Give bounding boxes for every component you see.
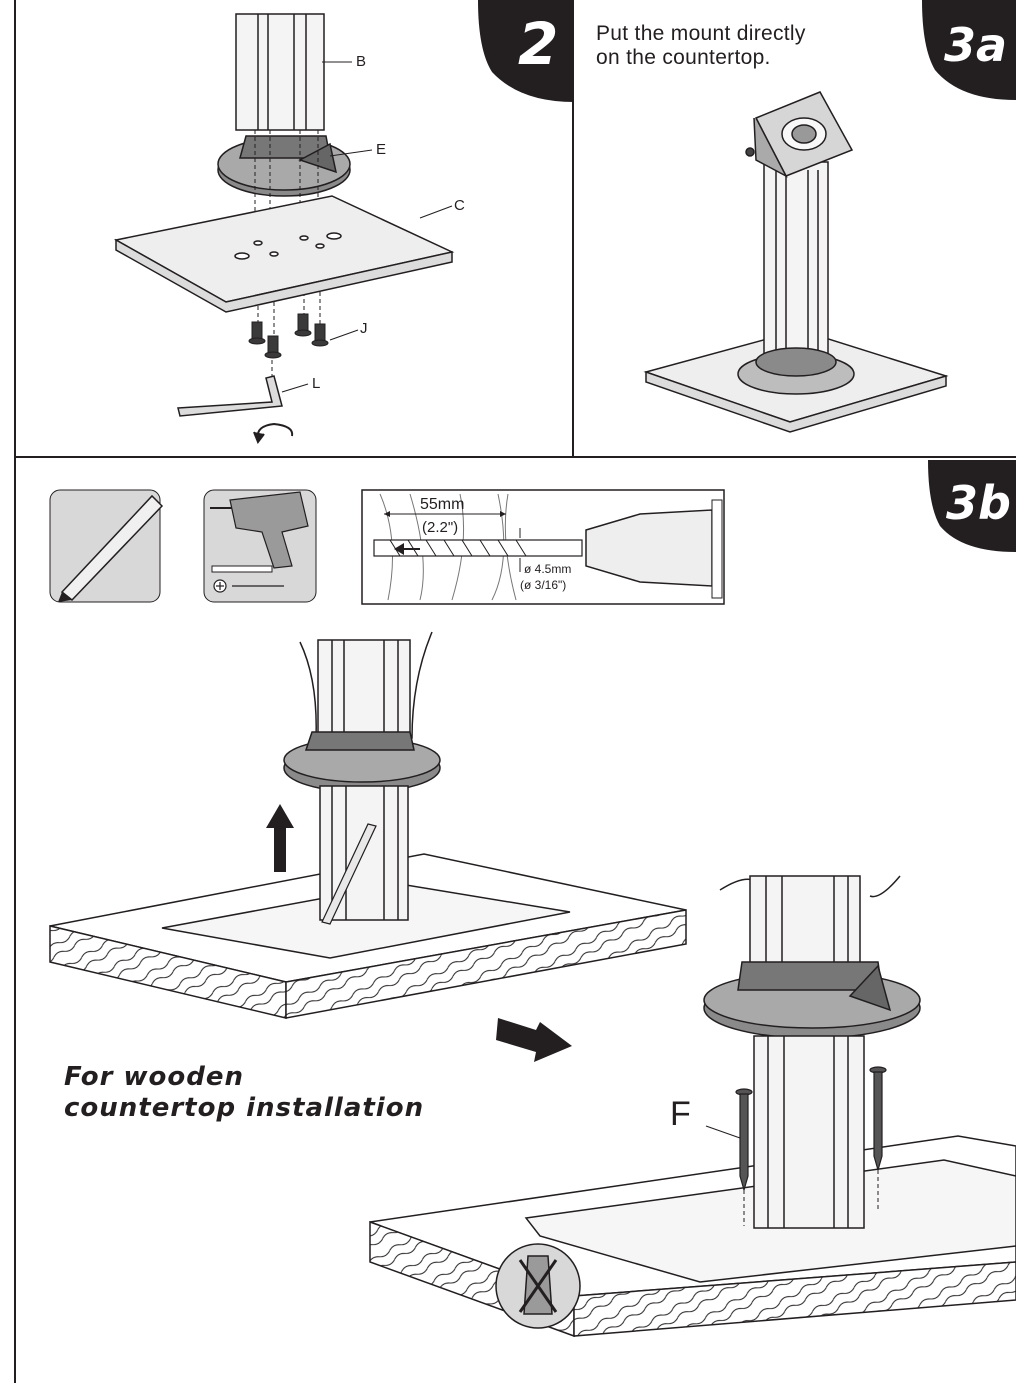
step-3a-instruction: Put the mount directly on the countertop…	[596, 22, 806, 70]
pencil-marking	[321, 823, 377, 925]
instruction-line-1: Put the mount directly	[596, 22, 806, 45]
step2-collar	[217, 135, 351, 197]
step-3a-badge: 3a	[944, 18, 1008, 72]
step2-pole	[235, 13, 325, 131]
countertop-right	[369, 1135, 1016, 1338]
base-plate	[113, 195, 455, 313]
step-3b-caption: For wooden countertop installation	[64, 1062, 424, 1124]
pencil-icon	[49, 489, 164, 603]
step3b-pole-top	[283, 631, 441, 921]
caption-line-2: countertop installation	[64, 1093, 425, 1123]
step-3b-badge: 3b	[946, 476, 1011, 530]
wood-screws-f	[735, 1066, 887, 1193]
step-2-panel	[14, 0, 574, 458]
callout-j: J	[360, 320, 368, 337]
instruction-line-2: on the countertop.	[596, 46, 771, 69]
screws-j	[248, 313, 329, 359]
step-3a-badge-shape	[922, 0, 1016, 100]
step-3b-badge-shape	[928, 460, 1016, 552]
drill-spec-diagram	[361, 489, 725, 605]
drill-depth-in: (2.2")	[422, 519, 459, 536]
lift-arrow-icon	[266, 804, 294, 872]
callout-e: E	[376, 141, 387, 158]
caption-line-1: For wooden	[64, 1062, 244, 1092]
callout-f: F	[670, 1095, 691, 1133]
drill-icon	[203, 489, 317, 603]
callout-c: C	[454, 197, 465, 214]
step-2-badge-shape	[478, 0, 574, 102]
step-3a-panel	[574, 0, 1016, 458]
drill-depth-mm: 55mm	[420, 496, 465, 513]
callout-l: L	[312, 375, 321, 392]
step-3b-panel	[14, 458, 1016, 1383]
step3a-mount	[643, 91, 949, 433]
next-step-arrow-icon	[496, 1018, 572, 1062]
step-2-badge: 2	[518, 10, 559, 78]
rotate-arrow-icon	[253, 422, 294, 445]
step3b-pole-bottom	[703, 875, 921, 1229]
drill-diameter-mm: ø 4.5mm	[524, 562, 572, 576]
phillips-screwdriver-icon	[213, 579, 284, 593]
no-wall-anchor-icon	[495, 1243, 581, 1329]
callout-b: B	[356, 53, 367, 70]
drill-diameter-in: (ø 3/16")	[520, 578, 567, 592]
hex-key-l	[177, 375, 283, 417]
